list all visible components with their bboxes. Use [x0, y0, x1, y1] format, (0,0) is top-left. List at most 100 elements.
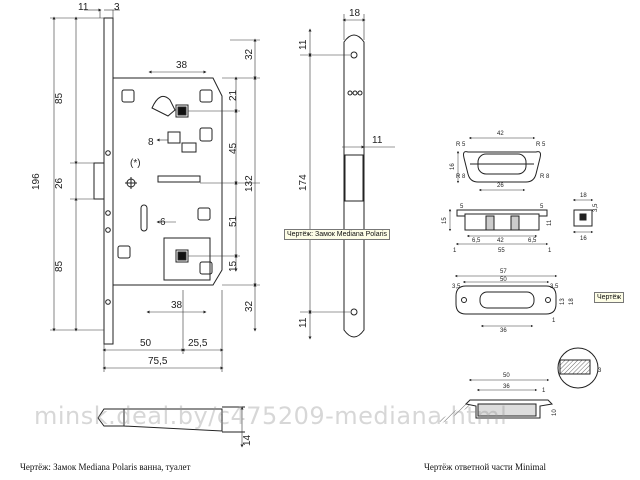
tooltip-lock-drawing: Чертёж: Замок Mediana Polaris [284, 229, 390, 240]
dim-32-bottom: 32 [244, 300, 255, 312]
lock-body-slot-icon [117, 245, 131, 259]
screw-hole-icon [350, 308, 358, 316]
dim-174: 174 [298, 174, 309, 191]
lock-body-slot-icon [121, 89, 135, 103]
dim-strike-3-5-a: 3,5 [452, 284, 461, 290]
dim-strike-50: 50 [500, 277, 507, 283]
dim-r5-b: R 5 [536, 142, 546, 148]
dim-strike-15: 15 [442, 217, 448, 224]
lock-front-view [93, 17, 223, 345]
dim-strike-42-mid: 42 [497, 238, 504, 244]
lower-spindle-housing [163, 237, 211, 281]
strike-lower-dimension-lines [454, 274, 558, 328]
dim-profile-3-5: 3,5 [593, 203, 599, 212]
strike-top-view [463, 151, 541, 183]
dim-section-50: 50 [503, 373, 510, 379]
latch-bolt [93, 162, 105, 200]
dim-r8-b: R 8 [540, 174, 550, 180]
dim-profile-18: 18 [580, 193, 587, 199]
dim-r8-a: R 8 [456, 174, 466, 180]
guide-slot [140, 204, 148, 232]
plate-dimension-lines [300, 14, 395, 340]
dim-strike-55: 55 [498, 248, 505, 254]
dim-132: 132 [244, 175, 255, 192]
dim-strike-42-top: 42 [497, 131, 504, 137]
dim-strike-3-5-b: 3,5 [550, 284, 559, 290]
dim-strike-26: 26 [497, 183, 504, 189]
dim-32-top: 32 [244, 48, 255, 60]
dim-85-bottom: 85 [54, 260, 65, 272]
dim-15: 15 [228, 260, 239, 272]
slide-bar [157, 175, 201, 183]
dim-11-latch: 11 [372, 135, 383, 146]
dim-26: 26 [54, 177, 65, 189]
dim-strike-5-b: 5 [540, 204, 544, 210]
dim-strike-6-5-b: 6,5 [528, 238, 537, 244]
dim-6: 6 [160, 217, 166, 228]
plate-dimension-labels: 18 11 174 11 11 [298, 8, 383, 328]
dim-strike-1-c: 1 [552, 318, 556, 324]
strike-side-dimension-lines [448, 208, 549, 246]
dim-25-5: 25,5 [188, 338, 208, 349]
left-dimension-labels: 11 3 38 85 32 21 8 45 132 196 26 (*) 51 … [31, 2, 255, 446]
strike-dimension-labels: 42 26 R 5 R 5 R 8 R 8 16 42 55 5 5 6,5 6… [442, 131, 602, 416]
strike-profile-view [573, 209, 593, 227]
dim-strike-36: 36 [500, 328, 507, 334]
dim-3: 3 [114, 2, 120, 13]
dim-strike-5-a: 5 [460, 204, 464, 210]
dim-section-10: 10 [552, 409, 558, 416]
dim-strike-1-a: 1 [453, 248, 457, 254]
spring-icon [151, 95, 176, 117]
dim-8: 8 [148, 137, 154, 148]
dim-85-top: 85 [54, 92, 65, 104]
dim-50: 50 [140, 338, 152, 349]
dim-38-top: 38 [176, 60, 188, 71]
latch-block [181, 142, 197, 153]
strike-section-view [438, 347, 599, 424]
tooltip-strike-drawing: Чертёж [594, 292, 625, 303]
faceplate-side-view [343, 34, 365, 338]
turn-spindle-square [177, 106, 187, 116]
dim-11-plate-top: 11 [298, 39, 309, 50]
strike-side-view [456, 209, 548, 231]
caption-lock: Чертёж: Замок Mediana Polaris ванна, туа… [20, 462, 191, 472]
latch-spindle [167, 131, 181, 144]
left-dimension-lines [50, 8, 260, 448]
dim-strike-57: 57 [500, 269, 507, 275]
dim-strike-6-5-a: 6,5 [472, 238, 481, 244]
dim-11-top: 11 [78, 2, 89, 13]
dim-section-36: 36 [503, 384, 510, 390]
dim-38-bottom: 38 [171, 300, 183, 311]
dim-45: 45 [228, 142, 239, 154]
watermark-url: minsk.deal.by/c475209-mediana.html [34, 402, 508, 430]
dim-75-5: 75,5 [148, 356, 168, 367]
lock-body-slot-icon [199, 127, 213, 142]
dim-196: 196 [31, 173, 42, 190]
dim-strike-13: 13 [560, 298, 566, 305]
latch-detail-view [97, 406, 245, 433]
strike-top-dimension-lines [456, 136, 536, 192]
lock-body-slot-icon [199, 261, 213, 275]
dim-51: 51 [228, 215, 239, 227]
dim-star: (*) [130, 158, 141, 169]
caption-strike: Чертёж ответной части Minimal [424, 462, 546, 472]
dim-strike-16: 16 [450, 163, 456, 170]
faceplate [103, 17, 114, 345]
lock-body-slot-icon [199, 89, 213, 103]
dim-section-1: 1 [542, 388, 546, 394]
lock-body-slot-icon [197, 207, 211, 221]
strike-section-dimension-lines [468, 378, 550, 392]
screw-hole-icon [350, 51, 358, 59]
strike-profile-dimension-lines [572, 198, 594, 234]
dim-strike-11: 11 [547, 219, 553, 226]
dim-21: 21 [228, 89, 239, 101]
dim-14: 14 [242, 434, 253, 446]
dim-strike-1-b: 1 [548, 248, 552, 254]
strike-lower-view [455, 285, 557, 315]
dim-profile-16: 16 [580, 236, 587, 242]
dim-18: 18 [349, 8, 361, 19]
dim-r5-a: R 5 [456, 142, 466, 148]
dim-11-plate-bottom: 11 [298, 317, 309, 328]
latch-opening [344, 154, 364, 202]
